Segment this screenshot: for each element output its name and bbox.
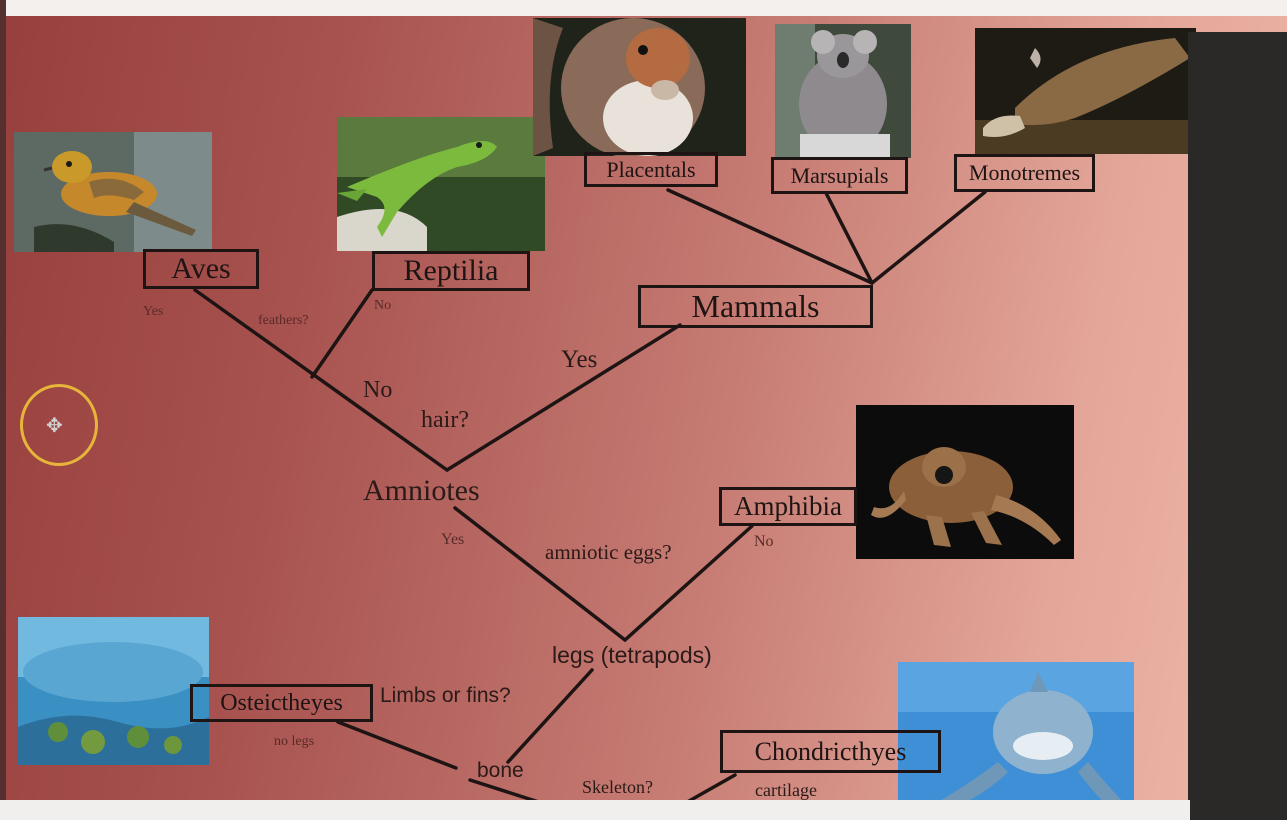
question-amniotic-eggs: amniotic eggs? xyxy=(545,540,672,564)
question-limbs: Limbs or fins? xyxy=(380,684,511,707)
line-aves-amniotes xyxy=(193,288,449,472)
line-amniotes-tetrapods xyxy=(453,506,627,642)
node-amniotes: Amniotes xyxy=(363,474,480,507)
line-marsupials xyxy=(824,191,874,285)
answer-eggs-yes: Yes xyxy=(441,531,465,548)
line-osteichthyes xyxy=(336,720,458,770)
line-amphibia xyxy=(623,524,754,642)
line-reptilia xyxy=(310,288,374,379)
question-hair: hair? xyxy=(421,407,469,433)
line-placentals xyxy=(666,188,874,285)
osteichthyes-box: Osteictheyes xyxy=(190,684,373,722)
line-mammals-amniotes xyxy=(445,323,682,472)
platypus-photo xyxy=(975,28,1196,154)
koala-photo xyxy=(775,24,911,158)
frog-photo xyxy=(856,405,1074,559)
node-bone: bone xyxy=(477,759,524,782)
crosshair-cursor-icon: ✥ xyxy=(46,415,63,437)
answer-feathers-no: No xyxy=(374,298,392,313)
bottom-margin xyxy=(0,800,1190,820)
amphibia-box: Amphibia xyxy=(719,487,857,526)
answer-no-legs: no legs xyxy=(274,734,315,749)
chondrichthyes-box: Chondricthyes xyxy=(720,730,941,773)
squirrel-photo xyxy=(533,18,746,156)
answer-cartilage: cartilage xyxy=(755,780,817,800)
shark-photo xyxy=(898,662,1134,812)
answer-eggs-no: No xyxy=(754,533,774,550)
cursor-highlight-ring xyxy=(20,384,98,466)
marsupials-box: Marsupials xyxy=(771,157,908,194)
bird-photo xyxy=(14,132,212,252)
answer-hair-yes: Yes xyxy=(561,346,598,373)
mammals-box: Mammals xyxy=(638,285,873,328)
node-tetrapods: legs (tetrapods) xyxy=(552,642,712,668)
aves-box: Aves xyxy=(143,249,259,289)
top-margin xyxy=(0,0,1287,16)
reptilia-box: Reptilia xyxy=(372,251,530,291)
left-edge xyxy=(0,0,6,820)
question-skeleton: Skeleton? xyxy=(582,777,653,797)
placentals-box: Placentals xyxy=(584,152,718,187)
line-tetrapods-bone xyxy=(506,668,594,764)
lizard-photo xyxy=(337,117,545,251)
monotremes-box: Monotremes xyxy=(954,154,1095,192)
dark-right-edge xyxy=(1188,32,1287,820)
answer-feathers-yes: Yes xyxy=(143,304,164,319)
question-feathers: feathers? xyxy=(258,313,309,328)
line-monotremes xyxy=(870,190,987,285)
fish-photo xyxy=(18,617,209,765)
answer-hair-no: No xyxy=(363,377,393,403)
